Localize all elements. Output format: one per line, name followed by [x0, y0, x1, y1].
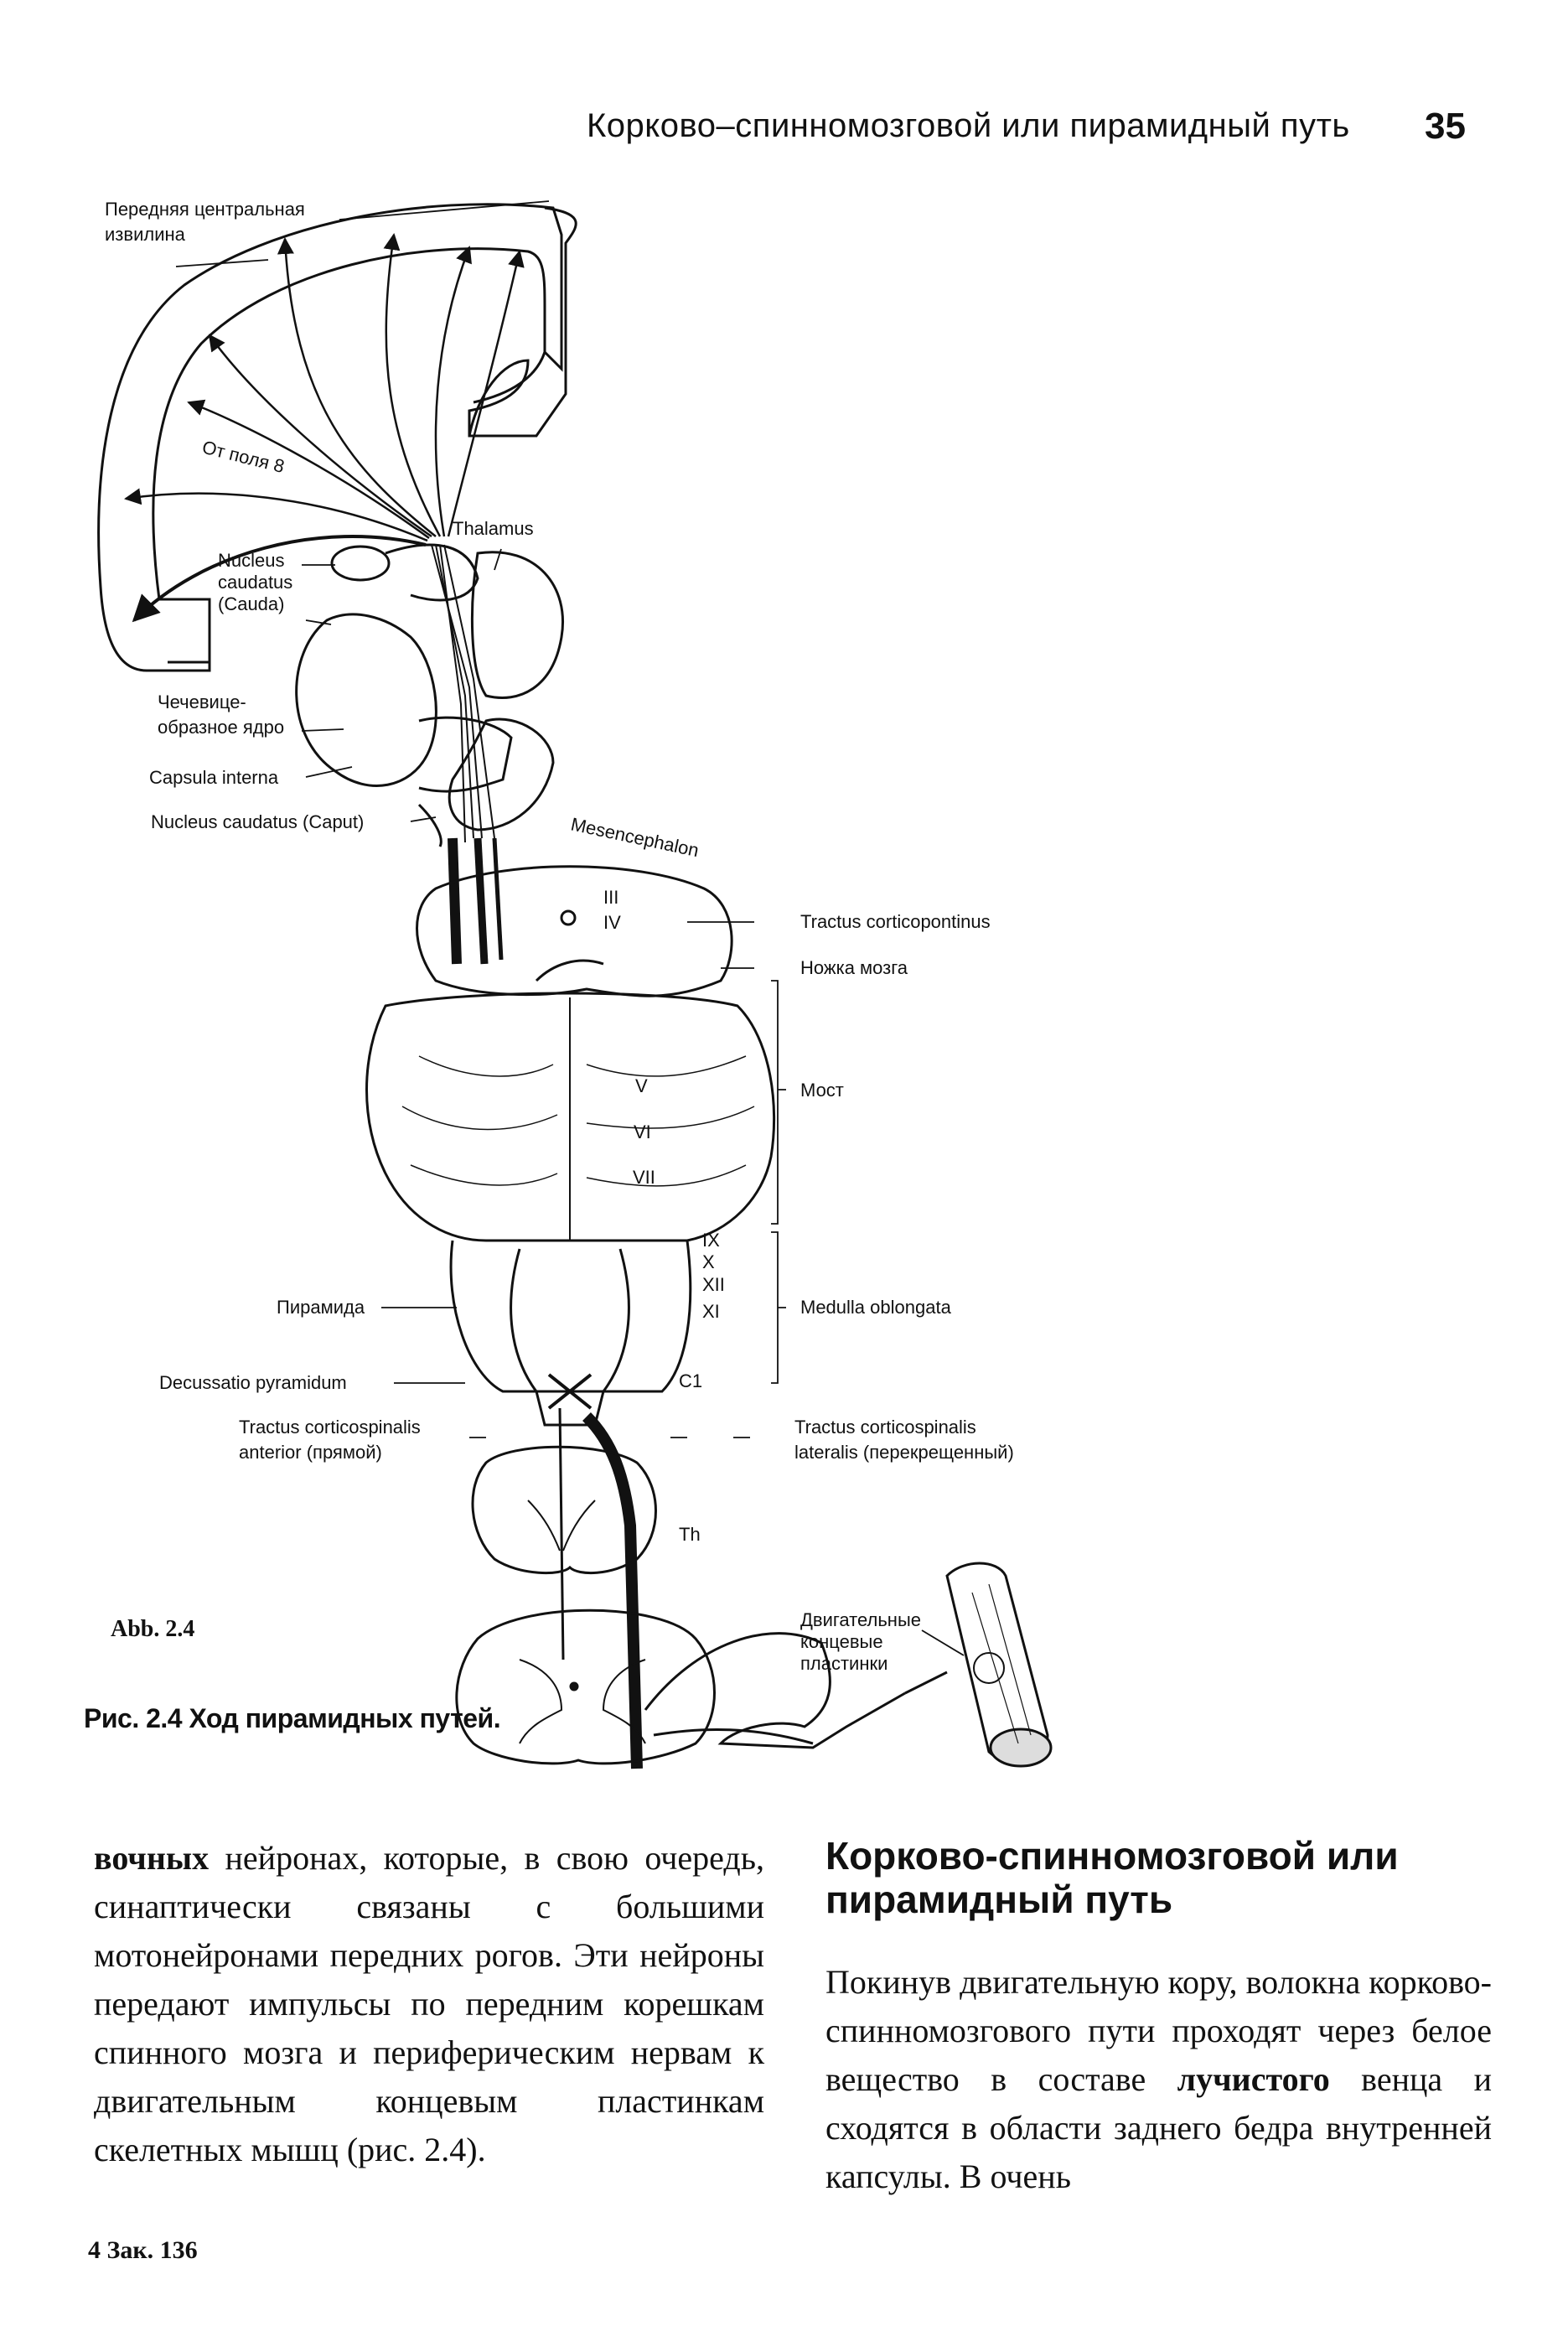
label-peduncle: Ножка мозга [800, 957, 908, 978]
right-paragraph-end: венца и сходятся в области заднего бедра… [825, 2060, 1492, 2195]
left-paragraph: нейронах, которые, в свою очередь, синап… [94, 1839, 764, 2168]
label-anterior-gyrus-line1: Передняя центральная [105, 199, 305, 220]
label-lentiform-line2: образное ядро [158, 717, 284, 738]
label-capsula-interna: Capsula interna [149, 767, 279, 788]
muscle-fiber-drawing [945, 1562, 1053, 1768]
nerve-number-3: III [603, 887, 618, 908]
nerve-number-12: XII [702, 1274, 725, 1295]
pons-drawing [365, 992, 776, 1242]
label-mesencephalon: Mesencephalon [569, 813, 701, 861]
nerve-number-10: X [702, 1251, 715, 1272]
right-paragraph-start: Покинув двигательную кору, волокна корко… [825, 1963, 1492, 2098]
label-anterior-gyrus-line2: извилина [105, 224, 186, 245]
section-heading: Корково-спинномозговой или пирамидный пу… [825, 1834, 1399, 1921]
label-caudatus-cauda-line3: (Cauda) [218, 593, 284, 614]
label-pyramid: Пирамида [277, 1297, 365, 1318]
left-lead-word: вочных [94, 1839, 210, 1877]
print-signature: 4 Зак. 136 [88, 2236, 198, 2264]
right-bold-word: лучистого [1177, 2060, 1330, 2098]
label-motor-plates-line2: концевые [800, 1631, 883, 1652]
cerebral-cortex-drawing [97, 203, 577, 672]
segment-th: Th [679, 1524, 701, 1545]
body-left-column: вочных нейронах, которые, в свою очередь… [94, 1834, 764, 2174]
nerve-number-9: IX [702, 1230, 720, 1251]
nerve-number-4: IV [603, 912, 621, 933]
label-thalamus: Thalamus [453, 518, 534, 539]
internal-capsule-fibers [431, 544, 504, 965]
nerve-number-11: XI [702, 1301, 720, 1322]
label-tractus-corticopontinus: Tractus corticopontinus [800, 911, 991, 932]
segment-c1: C1 [679, 1370, 702, 1391]
label-pons: Мост [800, 1080, 844, 1101]
label-medulla: Medulla oblongata [800, 1297, 952, 1318]
label-decussatio: Decussatio pyramidum [159, 1372, 347, 1393]
spinal-cord-sections [455, 1445, 716, 1765]
figure-tag: Abb. 2.4 [111, 1616, 195, 1642]
label-anterior-tract-line2: anterior (прямой) [239, 1442, 382, 1463]
label-anterior-tract-line1: Tractus corticospinalis [239, 1417, 421, 1438]
body-right-column: Покинув двигательную кору, волокна корко… [825, 1958, 1492, 2201]
nerve-number-7: VII [633, 1167, 655, 1188]
label-lateral-tract-line1: Tractus corticospinalis [794, 1417, 976, 1438]
running-title: Корково–спинномозговой или пирамидный пу… [587, 107, 1350, 144]
descending-tracts [558, 1407, 643, 1769]
basal-ganglia-drawing [295, 543, 564, 847]
label-lateral-tract-line2: lateralis (перекрещенный) [794, 1442, 1014, 1463]
page-number: 35 [1425, 106, 1466, 147]
nerve-number-6: VI [634, 1122, 651, 1142]
leader-lines [175, 200, 965, 1656]
figure-caption: Рис. 2.4 Ход пирамидных путей. [84, 1703, 501, 1733]
label-motor-plates-line1: Двигательные [800, 1609, 921, 1630]
page-header: Корково–спинномозговой или пирамидный пу… [0, 99, 1568, 158]
label-lentiform-line1: Чечевице- [158, 692, 246, 712]
medulla-drawing [449, 1240, 692, 1427]
label-caudatus-cauda-line1: Nucleus [218, 550, 284, 571]
peripheral-nerve-drawing [644, 1632, 948, 1749]
radiating-fibers [124, 233, 525, 623]
label-motor-plates-line3: пластинки [800, 1653, 887, 1674]
nerve-number-5: V [635, 1075, 648, 1096]
mesencephalon-drawing [416, 865, 733, 997]
label-caudatus-cauda-line2: caudatus [218, 572, 292, 593]
label-caudatus-caput: Nucleus caudatus (Caput) [151, 811, 364, 832]
